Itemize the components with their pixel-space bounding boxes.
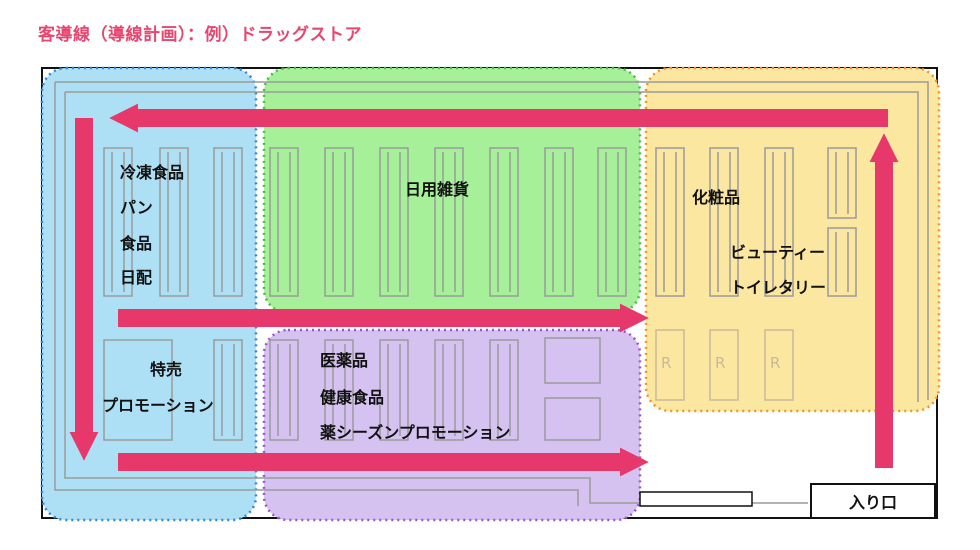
zone-label-frozen-4: 日配 [120,268,153,287]
entrance-label: 入り口 [848,493,897,512]
zone-label-medicine-2: 健康食品 [320,388,385,407]
zone-label-beauty-1: ビューティー [730,243,826,262]
zone-label-frozen-1: 冷凍食品 [120,163,185,182]
zone-label-frozen-3: 食品 [120,234,153,253]
entrance-box [810,483,936,519]
zone-purple [262,328,642,522]
zone-label-beauty-2: トイレタリー [730,278,827,297]
zone-label-special-1: 特売 [150,360,183,379]
shelves [103,147,857,441]
registers [655,329,794,401]
register-label: R [770,354,780,372]
zone-label-frozen-2: パン [120,198,153,217]
aisle-lines [54,81,929,506]
zone-label-special-2: プロモーション [102,396,214,415]
zone-label-medicine-3: 薬シーズンプロモーション [320,423,511,442]
zone-label-medicine-1: 医薬品 [320,351,369,370]
register-label: R [661,354,671,372]
doorway [639,491,753,507]
page-title: 客導線（導線計画）：例）ドラッグストア [38,25,362,45]
zone-label-cosmetics: 化粧品 [692,188,741,207]
flow-arrows [69,103,899,477]
zone-blue [40,66,258,522]
register-label: R [715,354,725,372]
zone-label-daily: 日用雑貨 [405,180,470,199]
